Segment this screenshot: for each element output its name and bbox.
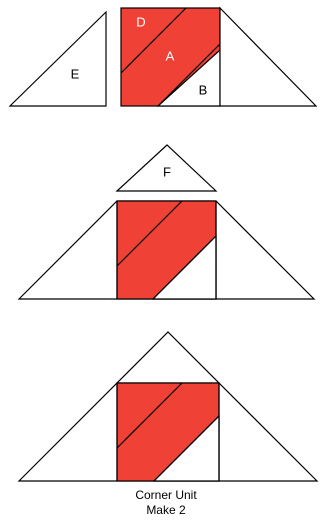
seam-a-b [157, 43, 221, 107]
step-3-seam-2 [153, 415, 220, 482]
piece-f [115, 144, 218, 192]
step-1-pieces: E D A B [8, 6, 318, 107]
step-3-finished-unit [17, 331, 319, 482]
label-e: E [71, 66, 80, 81]
step-3-seam-1 [116, 382, 183, 449]
step-2: F [17, 144, 316, 300]
label-a: A [166, 48, 175, 63]
label-d: D [136, 14, 145, 29]
piece-right-triangle [219, 6, 318, 107]
caption-title: Corner Unit [135, 488, 197, 502]
step-2-seam-2 [152, 235, 217, 300]
step-2-seam-1 [116, 200, 183, 267]
seam-d-a [120, 7, 187, 74]
label-b: B [199, 82, 208, 97]
caption-quantity: Make 2 [146, 503, 186, 517]
piece-e [8, 10, 107, 107]
label-f: F [163, 164, 171, 179]
